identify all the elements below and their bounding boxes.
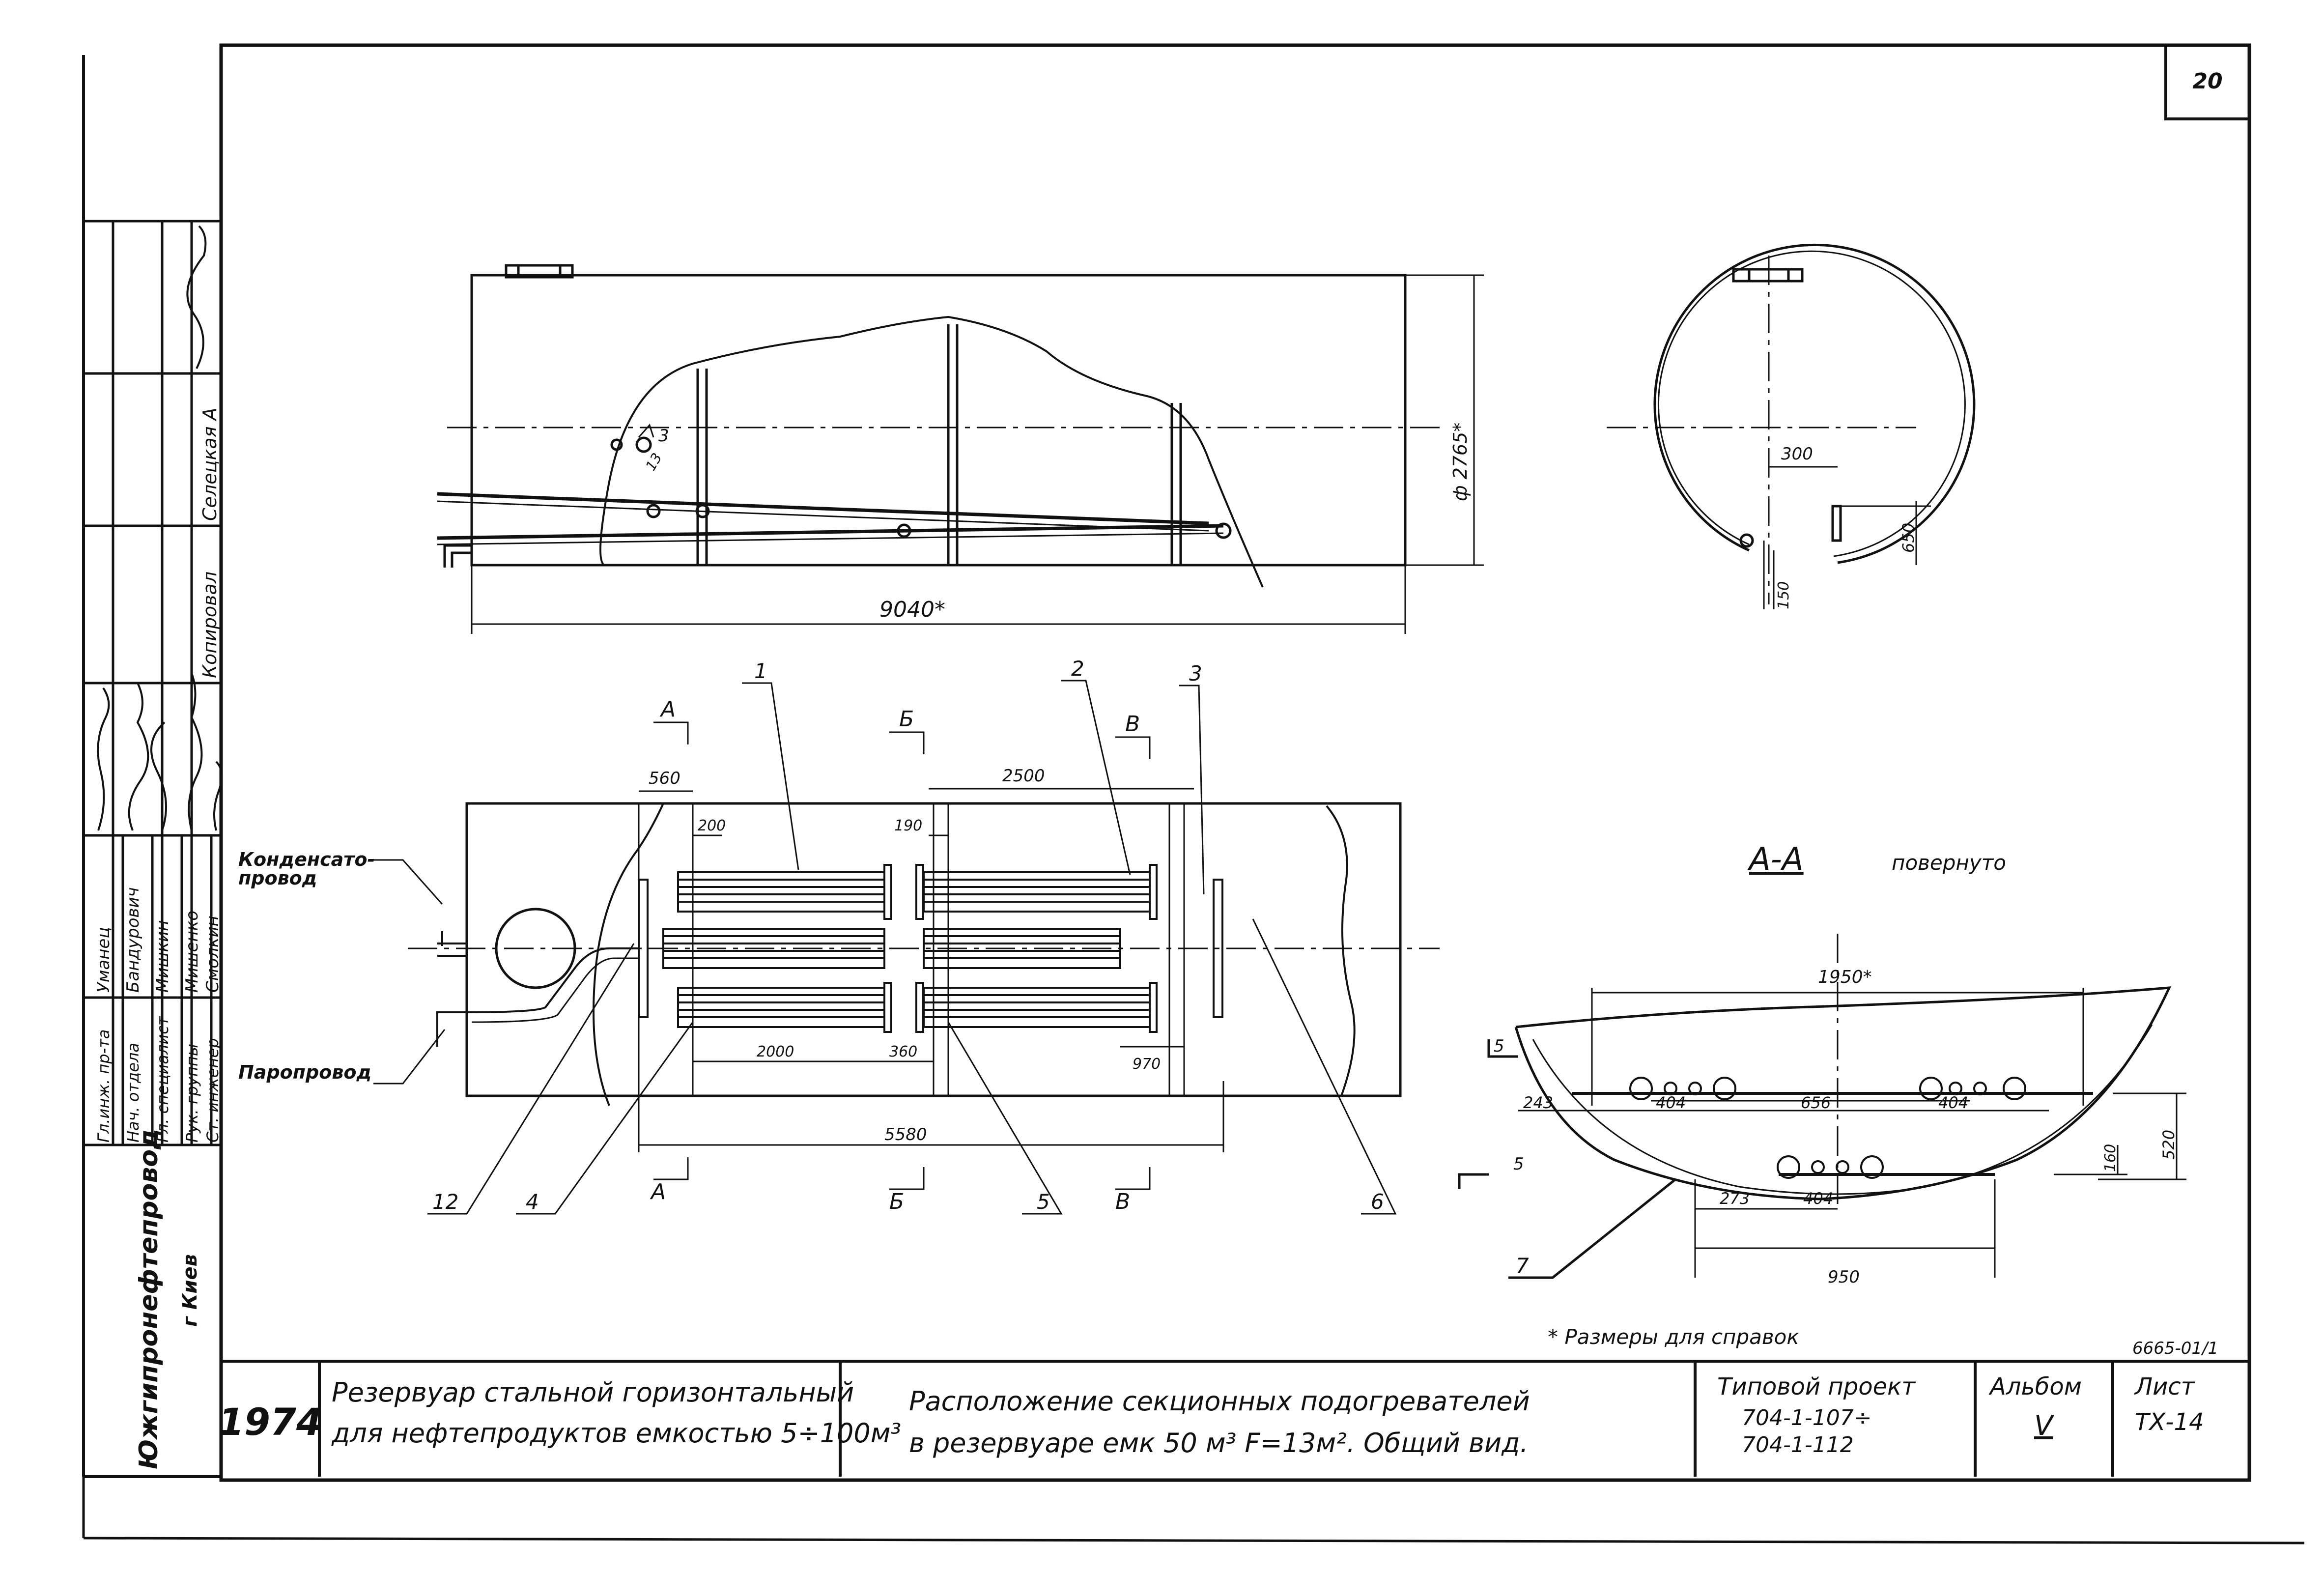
section-aa-title: А-А — [1747, 841, 1804, 878]
aa-dim-1950: 1950* — [1818, 967, 1872, 987]
title-desc-line1: Расположение секционных подогревателей — [909, 1386, 1530, 1417]
section-mark-a-bottom: А — [650, 1179, 666, 1204]
section-mark-v-top: В — [1125, 712, 1140, 737]
section-mark-b-bottom: Б — [889, 1189, 904, 1214]
section-aa-subtitle: повернуто — [1892, 851, 2006, 875]
callout-2: 2 — [1071, 657, 1084, 681]
side-signatures — [97, 673, 223, 831]
top-diameter-dim: ф 2765* — [1449, 423, 1471, 501]
svg-text:Мишенко: Мишенко — [182, 911, 202, 993]
section-aa-bolts — [1629, 1077, 2026, 1179]
stamp-number: 6665-01/1 — [2132, 1339, 2218, 1358]
label-condensate-1: Конденсато- — [238, 849, 375, 870]
project-number-2: 704-1-112 — [1742, 1432, 1854, 1458]
svg-text:Нач. отдела: Нач. отдела — [124, 1043, 142, 1143]
dim-360: 360 — [889, 1043, 917, 1060]
title-block-grid — [221, 1360, 2249, 1477]
callout-6: 6 — [1371, 1190, 1384, 1214]
title-name-line2: для нефтепродуктов емкостью 5÷100м³ — [331, 1418, 901, 1449]
end-dim-150: 150 — [1775, 581, 1792, 609]
end-dim-300: 300 — [1781, 444, 1813, 464]
title-desc-line2: в резервуаре емк 50 м³ F=13м². Общий вид… — [909, 1428, 1529, 1458]
sheet-label: Лист — [2134, 1373, 2196, 1401]
tank-side-view — [437, 264, 1484, 634]
organization: Южгипронефтепровод — [134, 1129, 164, 1469]
section-mark-v-bottom: В — [1115, 1189, 1130, 1214]
svg-text:Рук. группы: Рук. группы — [183, 1044, 201, 1143]
svg-text:Мишкин: Мишкин — [153, 920, 172, 993]
aa-dim-404-bottom: 404 — [1803, 1189, 1833, 1208]
aa-dim-656: 656 — [1801, 1093, 1831, 1112]
svg-text:Смолкин: Смолкин — [203, 915, 223, 993]
side-names: Уманец Бандурович Мишкин Мишенко Смолкин — [94, 887, 223, 993]
aa-dim-950: 950 — [1828, 1267, 1860, 1287]
aa-dim-404-left: 404 — [1656, 1093, 1686, 1112]
svg-text:Гл. специалист: Гл. специалист — [153, 1016, 172, 1143]
heater-bundle-bottom-right — [923, 987, 1151, 1028]
svg-text:Бандурович: Бандурович — [123, 887, 143, 993]
copy-signature — [186, 225, 207, 369]
aa-weld-bottom: 5 — [1513, 1154, 1524, 1174]
heater-bundle-top-right — [923, 871, 1151, 913]
project-number-1: 704-1-107÷ — [1742, 1405, 1872, 1430]
section-mark-a-top: А — [659, 697, 676, 722]
aa-dim-243: 243 — [1523, 1093, 1553, 1112]
aa-weld-top: 5 — [1494, 1036, 1504, 1056]
copy-name: Селецкая А — [199, 407, 221, 521]
album-label: Альбом — [1988, 1373, 2082, 1401]
dim-190: 190 — [894, 817, 922, 834]
section-mark-b-top: Б — [899, 707, 914, 732]
section-aa-view — [1458, 934, 2186, 1279]
aa-dim-160: 160 — [2102, 1144, 2119, 1172]
dim-2500: 2500 — [1002, 766, 1045, 786]
dim-2000: 2000 — [757, 1043, 794, 1060]
side-positions: Гл.инж. пр-та Нач. отдела Гл. специалист… — [94, 1016, 222, 1143]
project-label: Типовой проект — [1717, 1373, 1916, 1401]
title-year: 1974 — [218, 1400, 322, 1444]
label-steam-pipe: Паропровод — [238, 1061, 371, 1083]
callout-12: 12 — [432, 1190, 458, 1214]
side-block — [84, 220, 223, 1146]
heater-bundle-bottom-left — [677, 987, 885, 1028]
heater-bundle-middle-left — [662, 928, 885, 969]
dim-200: 200 — [698, 817, 726, 834]
top-length-dim: 9040* — [879, 597, 945, 622]
aa-dim-520: 520 — [2159, 1130, 2178, 1160]
svg-text:Ст. инженер: Ст. инженер — [203, 1038, 222, 1143]
callout-1: 1 — [754, 659, 767, 683]
footnote: * Размеры для справок — [1548, 1325, 1799, 1349]
copy-label: Копировал — [199, 572, 221, 678]
dim-970: 970 — [1133, 1056, 1161, 1073]
callout-3: 3 — [1189, 661, 1202, 686]
top-weld-sub: 13 — [642, 450, 665, 473]
top-weld-mark: 3 — [658, 426, 669, 446]
heater-bundle-top-left — [677, 871, 885, 913]
sheet-value: ТХ-14 — [2135, 1408, 2204, 1436]
svg-text:Уманец: Уманец — [94, 927, 113, 993]
aa-dim-404-right: 404 — [1938, 1093, 1968, 1112]
plan-dimension-lines — [373, 680, 1397, 1215]
sheet-number: 20 — [2192, 69, 2222, 94]
tank-end-view — [1607, 243, 1976, 609]
title-name-line1: Резервуар стальной горизонтальный — [332, 1377, 854, 1408]
callout-4: 4 — [526, 1190, 539, 1214]
label-condensate-2: провод — [238, 867, 317, 889]
end-dim-650: 650 — [1899, 523, 1918, 553]
callout-5: 5 — [1037, 1190, 1050, 1214]
svg-text:Гл.инж. пр-та: Гл.инж. пр-та — [94, 1029, 113, 1143]
heater-sections — [436, 864, 1223, 1047]
tank-plan-view — [408, 802, 1440, 1106]
aa-callout-7: 7 — [1516, 1254, 1529, 1278]
heater-bundle-middle-right — [923, 928, 1121, 969]
aa-dim-273: 273 — [1720, 1189, 1750, 1208]
sheet-frame — [82, 43, 2305, 1544]
dim-5580: 5580 — [884, 1125, 927, 1144]
album-value: V — [2034, 1410, 2055, 1442]
dim-560: 560 — [649, 769, 680, 788]
organization-city: г Киев — [179, 1254, 201, 1327]
